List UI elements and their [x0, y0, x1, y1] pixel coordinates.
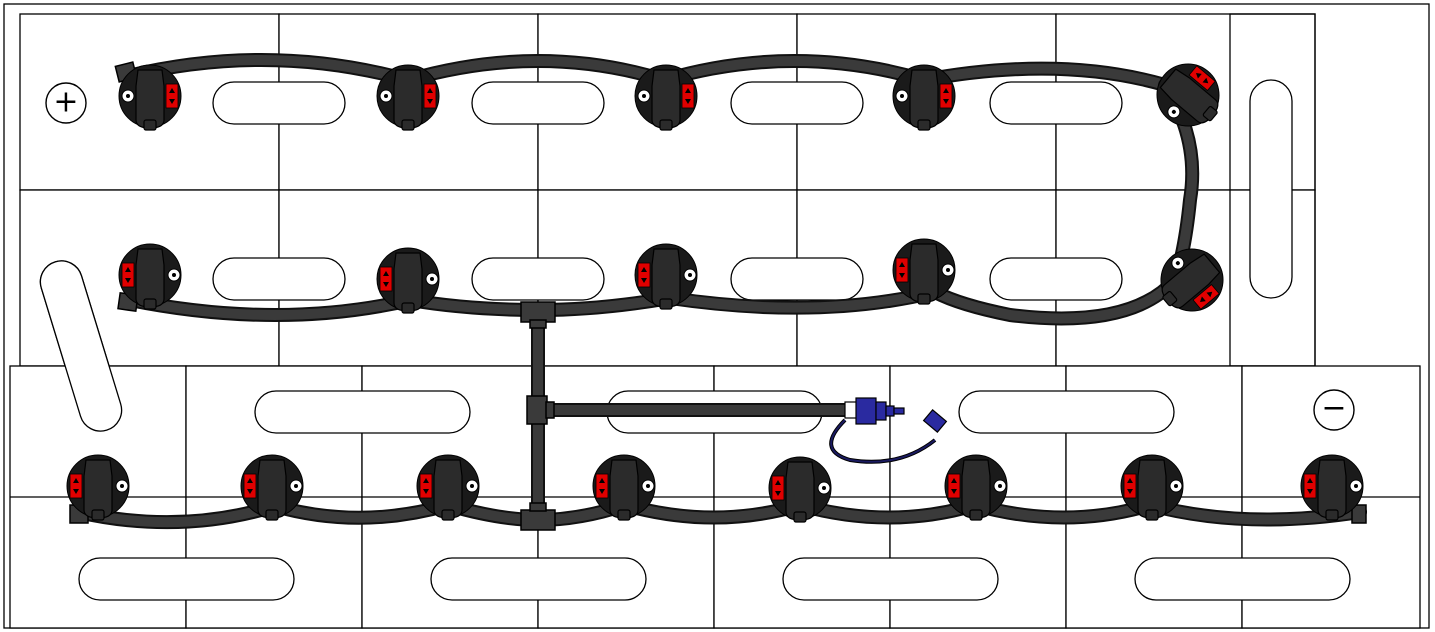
slot — [78, 557, 295, 601]
cell-plug — [944, 454, 1008, 521]
slot — [782, 557, 999, 601]
cell-plug — [592, 454, 656, 521]
cell-plug — [1300, 454, 1364, 521]
cell-plug — [66, 454, 130, 521]
slot — [989, 81, 1123, 125]
negative-terminal-symbol: − — [1313, 389, 1355, 431]
cell-plug — [768, 456, 832, 523]
slot — [471, 257, 605, 301]
positive-terminal-symbol: + — [45, 82, 87, 124]
cell-plug — [416, 454, 480, 521]
svg-text:+: + — [53, 85, 78, 120]
cell-plug — [376, 247, 440, 314]
tee-connector — [520, 502, 556, 531]
cell-plugs — [66, 63, 1364, 523]
slot — [730, 257, 864, 301]
cell-plug — [118, 64, 182, 131]
end-cap — [1351, 504, 1367, 524]
fill-coupler — [844, 397, 905, 425]
slot-diagonal-overlay — [39, 260, 123, 432]
slot — [958, 390, 1175, 434]
slot — [254, 390, 471, 434]
slot — [212, 257, 346, 301]
cell-plug — [1120, 454, 1184, 521]
cell-plug — [892, 64, 956, 131]
cell-plug — [118, 243, 182, 310]
slot-vertical — [1249, 79, 1293, 299]
slot — [471, 81, 605, 125]
tee-connector — [526, 395, 555, 425]
slot — [212, 81, 346, 125]
slot — [730, 81, 864, 125]
tee-connector — [520, 301, 556, 329]
slot — [430, 557, 647, 601]
svg-text:−: − — [1321, 391, 1346, 426]
cell-plug — [1156, 63, 1220, 127]
cell-plug — [634, 64, 698, 131]
slot — [1134, 557, 1351, 601]
cell-plug — [634, 243, 698, 310]
dust-cap — [829, 409, 948, 464]
cell-plug — [892, 238, 956, 305]
cell-plug — [1160, 248, 1224, 312]
cell-plug — [240, 454, 304, 521]
cell-plug — [376, 64, 440, 131]
slot — [989, 257, 1123, 301]
